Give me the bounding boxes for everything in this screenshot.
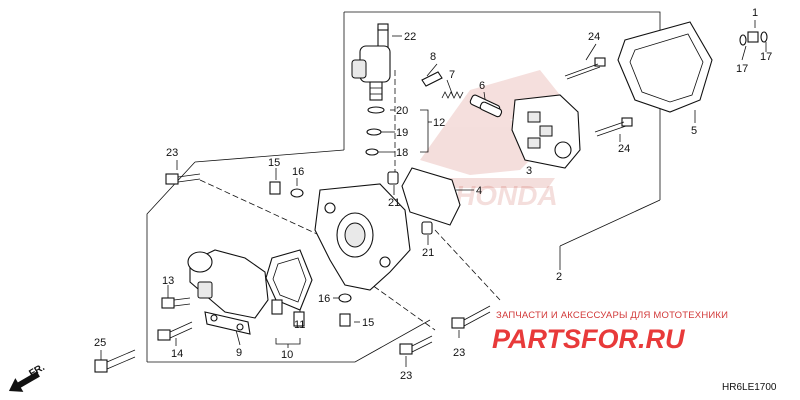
dowel-pins <box>387 171 433 235</box>
callout-21-upper: 21 <box>388 197 400 209</box>
callout-21-lower: 21 <box>422 247 434 259</box>
bolt-15-upper <box>269 181 281 195</box>
callout-7: 7 <box>449 69 455 81</box>
plug-and-washers <box>739 31 768 46</box>
callout-20: 20 <box>396 105 408 117</box>
solenoid-valve-lower <box>187 249 305 327</box>
callout-17-right: 17 <box>760 51 772 63</box>
callout-19: 19 <box>396 127 408 139</box>
callout-23-right: 23 <box>453 347 465 359</box>
solenoid-valve-top <box>351 27 391 101</box>
filter-screen <box>421 71 443 87</box>
bolt-25 <box>94 349 136 373</box>
bolt-24-upper <box>564 57 606 80</box>
callout-12: 12 <box>433 117 445 129</box>
background-brand-text: HONDA <box>455 180 558 211</box>
spool-valve <box>469 94 503 118</box>
diagram-code: HR6LE1700 <box>722 382 777 393</box>
callout-8: 8 <box>430 51 436 63</box>
callout-9: 9 <box>236 347 242 359</box>
shop-logo: PARTSFOR.RU <box>492 324 686 354</box>
bolt-15-lower <box>339 313 351 327</box>
callout-4: 4 <box>476 185 482 197</box>
bolt-23-right <box>451 305 491 329</box>
callout-25: 25 <box>94 337 106 349</box>
callout-18: 18 <box>396 147 408 159</box>
callout-14: 14 <box>171 348 183 360</box>
bolt-14 <box>157 321 193 341</box>
callout-16-lower: 16 <box>318 293 330 305</box>
bracket-9 <box>204 311 251 335</box>
spring <box>441 91 464 99</box>
bolt-24-lower <box>594 117 633 137</box>
gasket-4 <box>401 167 461 226</box>
gasket-5 <box>617 21 713 113</box>
callout-24-upper: 24 <box>588 31 600 43</box>
o-rings-stack <box>365 106 385 156</box>
callout-24-lower: 24 <box>618 143 630 155</box>
callout-17-left: 17 <box>736 63 748 75</box>
front-direction-arrow-icon <box>8 371 40 392</box>
callout-16-upper: 16 <box>292 166 304 178</box>
valve-body <box>511 94 581 169</box>
callout-10: 10 <box>281 349 293 361</box>
callout-6: 6 <box>479 80 485 92</box>
gasket-11 <box>265 249 313 311</box>
washer-16-upper <box>290 188 304 198</box>
callout-15-lower: 15 <box>362 317 374 329</box>
front-direction-label: FR. <box>27 362 47 380</box>
callout-23-bottom: 23 <box>400 370 412 382</box>
bolt-23-bottom <box>399 335 433 355</box>
callout-11: 11 <box>294 319 305 331</box>
callout-22: 22 <box>404 31 416 43</box>
callout-3: 3 <box>526 165 532 177</box>
assembly-frame <box>146 11 661 363</box>
bolt-22 <box>377 23 389 31</box>
callout-numbers: 22 8 7 6 20 12 19 18 3 4 21 21 2 24 24 5… <box>94 7 772 382</box>
callout-23-left: 23 <box>166 147 178 159</box>
bolt-13 <box>161 297 191 309</box>
callout-15-upper: 15 <box>268 157 280 169</box>
callout-5: 5 <box>691 125 697 137</box>
shop-caption: ЗАПЧАСТИ И АКСЕССУАРЫ ДЛЯ МОТОТЕХНИКИ <box>496 310 728 321</box>
bolt-23-left <box>165 173 201 185</box>
callout-13: 13 <box>162 275 174 287</box>
washer-16-lower <box>338 293 352 303</box>
callout-2: 2 <box>556 271 562 283</box>
callout-1: 1 <box>752 7 758 19</box>
main-housing <box>314 183 411 291</box>
